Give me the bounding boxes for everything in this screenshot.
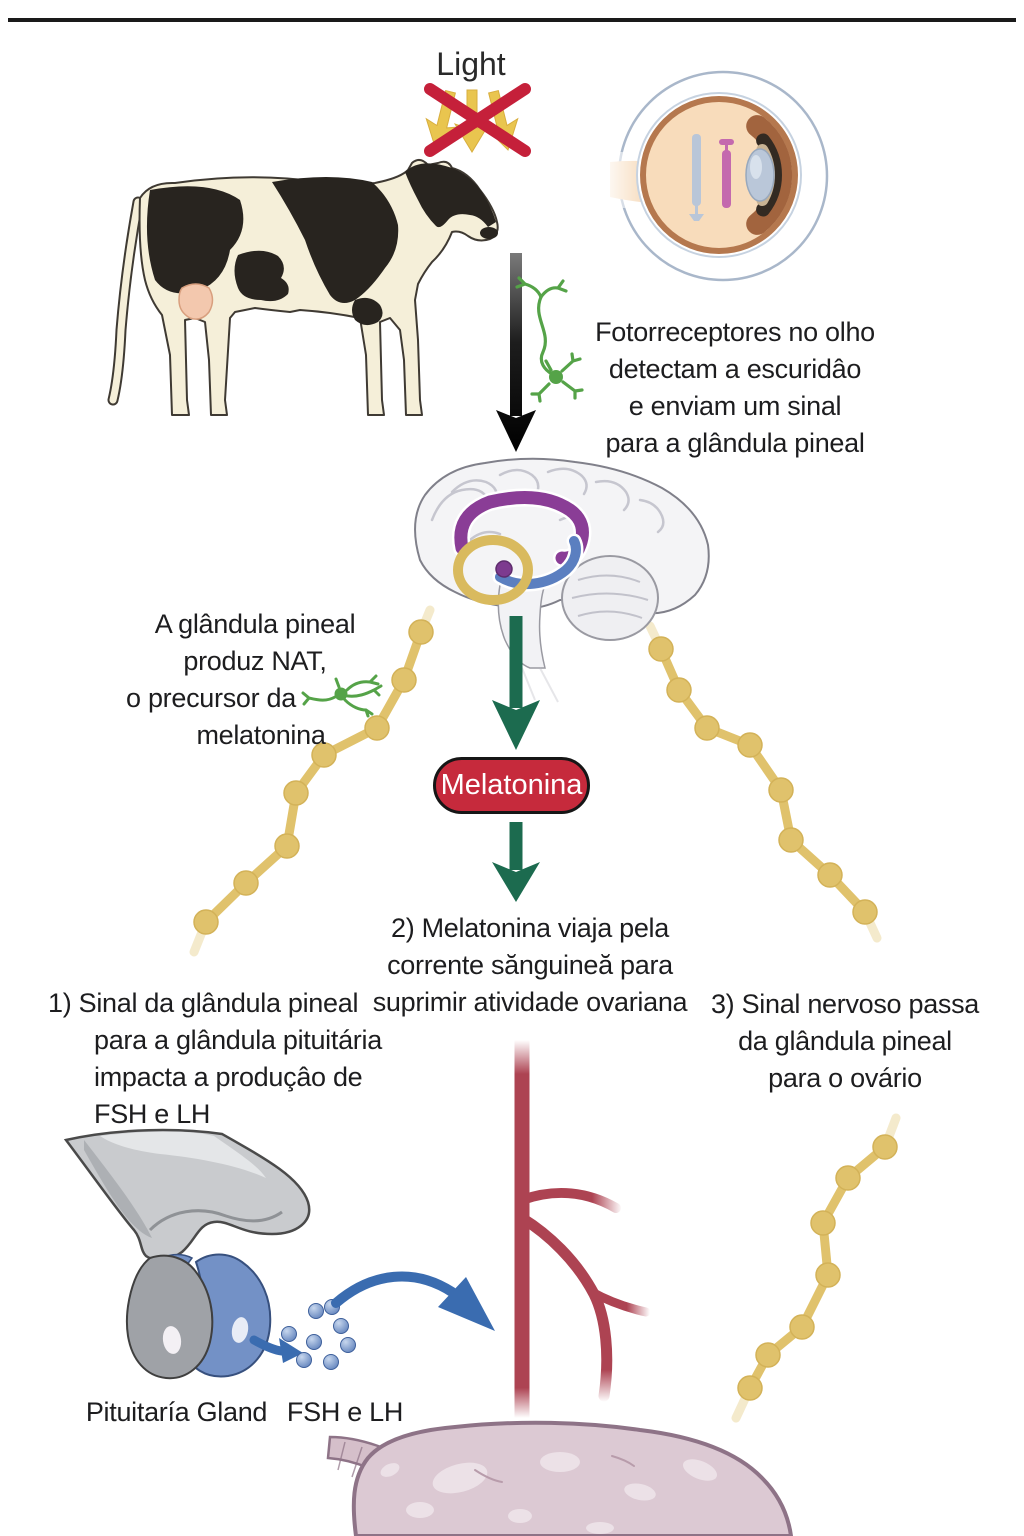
caption-line: 2) Melatonina viaja pela (391, 913, 669, 943)
nerve-path-ovary-icon (731, 1113, 901, 1423)
caption-line: 3) Sinal nervoso passa (710, 989, 980, 1019)
caption-line: para o ovário (768, 1063, 922, 1093)
light-label: Light (436, 46, 506, 82)
blood-vessel-icon (514, 1040, 651, 1418)
caption-line: impacta a produçâo de (94, 1062, 363, 1092)
caption-line: A glândula pineal (154, 609, 356, 639)
curved-blue-arrow-icon (331, 1271, 495, 1331)
melatonin-badge-label: Melatonina (440, 769, 583, 801)
caption-line: para a glândula pituitária (94, 1025, 382, 1055)
caption-pineal-nat: A glândula pineal produz NAT, o precurso… (115, 606, 395, 754)
caption-line: detectam a escuridâo (608, 354, 862, 384)
nerve-path-right-icon (645, 621, 882, 943)
green-down-arrow-icon (492, 822, 540, 902)
caption-line: para a glândula pineal (605, 428, 865, 458)
cross-icon (424, 83, 531, 157)
blocked-light-arrows-icon (424, 83, 531, 157)
caption-line: produz NAT, (183, 646, 327, 676)
pineal-highlight-ring-icon (453, 535, 533, 605)
fsh-lh-label: FSH e LH (286, 1397, 404, 1427)
caption-line: FSH e LH (94, 1099, 211, 1129)
brain-sagittal-icon (414, 457, 710, 703)
caption-line: suprimir atividade ovariana (372, 987, 688, 1017)
dark-down-arrow-icon (496, 253, 536, 452)
eye-cross-section-icon (600, 70, 829, 282)
melatonin-badge: Melatonina (433, 757, 590, 814)
caption-line: melatonina (196, 720, 326, 750)
small-blue-arrow-icon (249, 1335, 303, 1363)
pituitary-gland-label: Pituitaría Gland (85, 1397, 268, 1427)
cone-cell-icon (719, 139, 734, 208)
pituitary-gland-icon (63, 1128, 311, 1380)
holstein-cow-icon (107, 159, 499, 416)
caption-line: da glândula pineal (738, 1026, 952, 1056)
top-rule (8, 18, 1016, 22)
caption-step3: 3) Sinal nervoso passa da glândula pinea… (705, 986, 985, 1097)
caption-photoreceptors: Fotorreceptores no olho detectam a escur… (575, 314, 895, 462)
nerve-path-left-icon (189, 605, 435, 957)
caption-line: o precursor da (126, 683, 296, 713)
caption-line: e enviam um sinal (628, 391, 842, 421)
rod-cell-icon (689, 134, 704, 221)
neuron-icon (515, 276, 584, 403)
caption-line: corrente sănguineă para (387, 950, 673, 980)
neuron-icon (301, 674, 383, 718)
hormone-dots-icon (281, 1299, 356, 1370)
caption-line: Fotorreceptores no olho (595, 317, 875, 347)
green-down-arrow-icon (492, 616, 540, 750)
caption-step2: 2) Melatonina viaja pela corrente săngui… (360, 910, 700, 1021)
caption-line: 1) Sinal da glândula pineal (48, 988, 359, 1018)
ovary-icon (326, 1420, 794, 1536)
caption-step1: 1) Sinal da glândula pineal para a glând… (48, 985, 393, 1133)
